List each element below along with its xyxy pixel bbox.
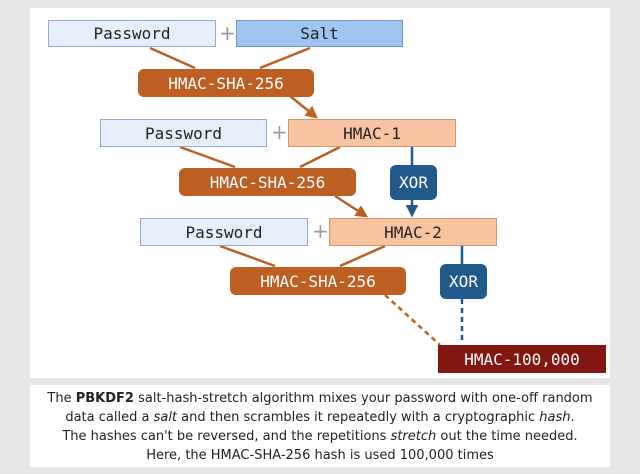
xor-label-1: XOR (399, 173, 428, 192)
hmac-2-box: HMAC-2 (329, 218, 497, 246)
password-label-2: Password (144, 123, 223, 143)
password-label-3: Password (185, 222, 263, 242)
hmac-sha-256-label-3: HMAC-SHA-256 (260, 271, 376, 291)
line-password1-sha1 (149, 46, 196, 70)
password-box-3: Password (140, 218, 308, 246)
hmac-sha-256-box-2: HMAC-SHA-256 (179, 168, 356, 196)
hmac-1-label: HMAC-1 (343, 123, 401, 143)
xor-label-2: XOR (449, 272, 478, 291)
hmac-sha-256-box-1: HMAC-SHA-256 (138, 69, 314, 97)
plus-sign-3: + (312, 219, 329, 243)
hmac-2-label: HMAC-2 (384, 222, 442, 242)
hmac-100000-box: HMAC-100,000 (438, 345, 606, 373)
plus-sign-1: + (219, 21, 236, 45)
caption-line-2: data called a salt and then scrambles it… (65, 410, 575, 425)
salt-term: salt (153, 410, 178, 425)
caption: The PBKDF2 salt-hash-stretch algorithm m… (30, 385, 610, 467)
line-password2-sha2 (179, 145, 236, 169)
pbkdf2-term: PBKDF2 (75, 391, 134, 406)
hmac-sha-256-label-1: HMAC-SHA-256 (168, 73, 284, 93)
line-sha2-hmac2 (334, 194, 369, 218)
line-sha3-final (384, 294, 441, 346)
hmac-sha-256-label-2: HMAC-SHA-256 (209, 172, 326, 192)
caption-line-1: The PBKDF2 salt-hash-stretch algorithm m… (47, 391, 593, 406)
salt-label: Salt (300, 24, 339, 43)
hmac-1-box: HMAC-1 (288, 119, 456, 147)
stretch-term: stretch (390, 429, 437, 444)
line-hmac1-sha2 (299, 145, 341, 169)
line-salt-sha1 (259, 46, 311, 70)
password-box-2: Password (100, 119, 267, 147)
hmac-100000-label: HMAC-100,000 (464, 349, 580, 369)
hash-term: hash (539, 410, 571, 425)
xor-box-2: XOR (440, 264, 487, 299)
hmac-sha-256-box-3: HMAC-SHA-256 (230, 267, 406, 295)
caption-line-4: Here, the HMAC-SHA-256 hash is used 100,… (146, 448, 494, 463)
salt-box: Salt (236, 20, 403, 47)
caption-line-3: The hashes can't be reversed, and the re… (62, 429, 578, 444)
password-box-1: Password (48, 20, 216, 47)
xor-box-1: XOR (390, 165, 437, 200)
plus-sign-2: + (271, 120, 288, 144)
line-hmac2-sha3 (339, 244, 386, 268)
line-sha1-hmac1 (289, 95, 318, 119)
password-label-1: Password (93, 24, 171, 43)
line-password3-sha3 (219, 244, 276, 268)
